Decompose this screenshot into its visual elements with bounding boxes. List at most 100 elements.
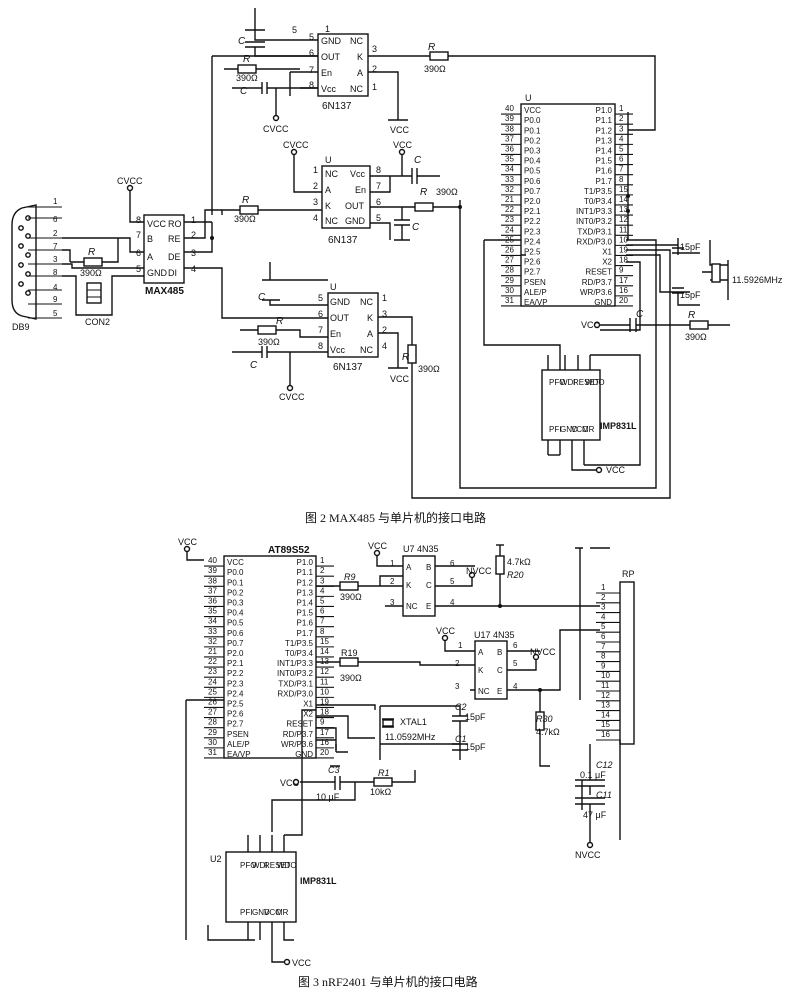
- pin-label: GND: [560, 425, 578, 434]
- pin-label: A: [478, 648, 484, 657]
- r-label: R: [243, 54, 250, 65]
- mcu-pin-label: P1.7: [596, 177, 613, 186]
- mcu-pin-num: 5: [619, 144, 624, 153]
- mcu-pin-num: 34: [505, 165, 514, 174]
- pin-label: VCC: [264, 908, 281, 917]
- mcu-pin-num: 16: [619, 286, 628, 295]
- mcu-pin-label: P1.2: [596, 126, 613, 135]
- cap-value: 15pF: [680, 242, 701, 252]
- fig2-6n137-mid: U NC A K NC Vcc En OUT GND 6N137 1 2 3 4…: [313, 155, 381, 246]
- pin-label: PFI: [240, 908, 252, 917]
- pin-label: DI: [168, 268, 177, 278]
- mcu-pin-label: P2.5: [524, 247, 541, 256]
- pin-label: A: [357, 68, 363, 78]
- mcu-pin-label: P0.5: [227, 619, 244, 628]
- pin-label: C: [497, 666, 503, 675]
- mcu-pin-label: INT1/P3.3: [576, 207, 613, 216]
- pin-label: B: [426, 563, 431, 572]
- mcu-pin-num: 33: [505, 175, 514, 184]
- rp-pin-num: 7: [601, 642, 606, 651]
- pin-label: OUT: [321, 52, 341, 62]
- rp-pin-num: 11: [601, 681, 610, 690]
- mcu-pin-label: P0.2: [227, 588, 244, 597]
- c2-label: C2: [455, 702, 467, 712]
- svg-text:6: 6: [318, 309, 323, 319]
- mcu-pin-num: 9: [320, 718, 325, 727]
- r-label: R: [428, 42, 435, 53]
- pin-label: PFO: [549, 378, 565, 387]
- fig2-mcu: U VCC40P0.039P0.138P0.237P0.336P0.435P0.…: [501, 93, 637, 431]
- pin-label: NC: [478, 687, 490, 696]
- mcu-pin-num: 13: [619, 205, 628, 214]
- mcu-pin-num: 26: [208, 697, 217, 706]
- mcu-pin-label: P2.3: [524, 227, 541, 236]
- mcu-pin-label: INT0/P3.2: [576, 217, 613, 226]
- pin-num: 5: [450, 577, 455, 586]
- mcu-pin-label: INT1/P3.3: [277, 659, 314, 668]
- rp-pin-num: 6: [601, 632, 606, 641]
- mcu-pin-num: 11: [619, 225, 628, 234]
- pin-label: VCC: [147, 219, 167, 229]
- mcu-pin-label: EA/VP: [227, 750, 251, 759]
- pin-num: 5: [53, 309, 58, 318]
- chip-ref: U: [525, 93, 532, 103]
- r-value: 390Ω: [418, 364, 440, 374]
- fig2-max485: VCC B A GND RO RE DE DI MAX485 8 7 6 5 1…: [136, 214, 196, 297]
- rp-pin-num: 8: [601, 652, 606, 661]
- mcu-pin-label: P0.1: [524, 126, 541, 135]
- svg-text:2: 2: [382, 325, 387, 335]
- mcu-pin-label: T0/P3.4: [584, 197, 613, 206]
- db9-label: DB9: [12, 322, 30, 332]
- c-label: C: [238, 36, 246, 47]
- mcu-pin-label: WR/P3.6: [281, 740, 314, 749]
- r-value: 390Ω: [234, 214, 256, 224]
- vcc-label: VCC: [390, 374, 410, 384]
- mcu-pin-label: RESET: [286, 720, 313, 729]
- r-value: 10kΩ: [370, 787, 392, 797]
- c-label: C: [258, 292, 266, 303]
- vcc-label: VCC: [393, 140, 413, 150]
- mcu-pin-label: X1: [602, 247, 612, 256]
- r-label: R: [276, 316, 283, 327]
- pin-label: B: [147, 234, 153, 244]
- mcu-title: AT89S52: [268, 545, 310, 556]
- mcu-pin-label: P0.7: [227, 639, 244, 648]
- mcu-pin-num: 28: [505, 266, 514, 275]
- mcu-pin-num: 19: [320, 697, 329, 706]
- svg-text:7: 7: [309, 65, 314, 75]
- pin-label: WDI: [560, 378, 576, 387]
- mcu-pin-num: 10: [619, 235, 628, 244]
- mcu-pin-label: P2.2: [227, 669, 244, 678]
- vcc-label: VCC: [178, 537, 198, 547]
- cvcc-label: CVCC: [279, 392, 305, 402]
- fig2-6n137-top: 5 GND OUT En Vcc NC K A NC 6N137 1 5 6 7…: [292, 24, 377, 112]
- c11-label: C11: [596, 790, 612, 800]
- fig2-diagram: 5 GND OUT En Vcc NC K A NC 6N137 1 5 6 7…: [11, 8, 783, 525]
- mcu-pin-label: X2: [303, 710, 313, 719]
- pin-label: OUT: [345, 201, 365, 211]
- c-label: C: [412, 222, 420, 233]
- mcu-pin-num: 16: [320, 738, 329, 747]
- mcu-pin-label: P2.4: [227, 689, 244, 698]
- mcu-pin-label: VCC: [524, 106, 541, 115]
- pin-num: 2: [390, 577, 395, 586]
- pin-label: WDI: [252, 861, 268, 870]
- mcu-pin-num: 14: [320, 647, 329, 656]
- r-label: R: [88, 247, 95, 258]
- r-label: R: [688, 310, 695, 321]
- svg-text:8: 8: [309, 80, 314, 90]
- c12-value: 0.1 μF: [580, 770, 606, 780]
- pin-label: PFI: [549, 425, 561, 434]
- mcu-pin-num: 1: [619, 104, 624, 113]
- pin-label: RO: [168, 219, 182, 229]
- mcu-pin-label: INT0/P3.2: [277, 669, 314, 678]
- pin-label: En: [355, 185, 366, 195]
- mcu-pin-num: 21: [505, 195, 514, 204]
- mcu-pin-num: 38: [208, 576, 217, 585]
- mcu-pin-num: 22: [208, 657, 217, 666]
- pin-num: 4: [450, 598, 455, 607]
- mcu-pin-num: 6: [320, 607, 325, 616]
- pin-label: VCC: [571, 425, 588, 434]
- mcu-pin-label: P2.2: [524, 217, 541, 226]
- mcu-pin-num: 24: [505, 225, 514, 234]
